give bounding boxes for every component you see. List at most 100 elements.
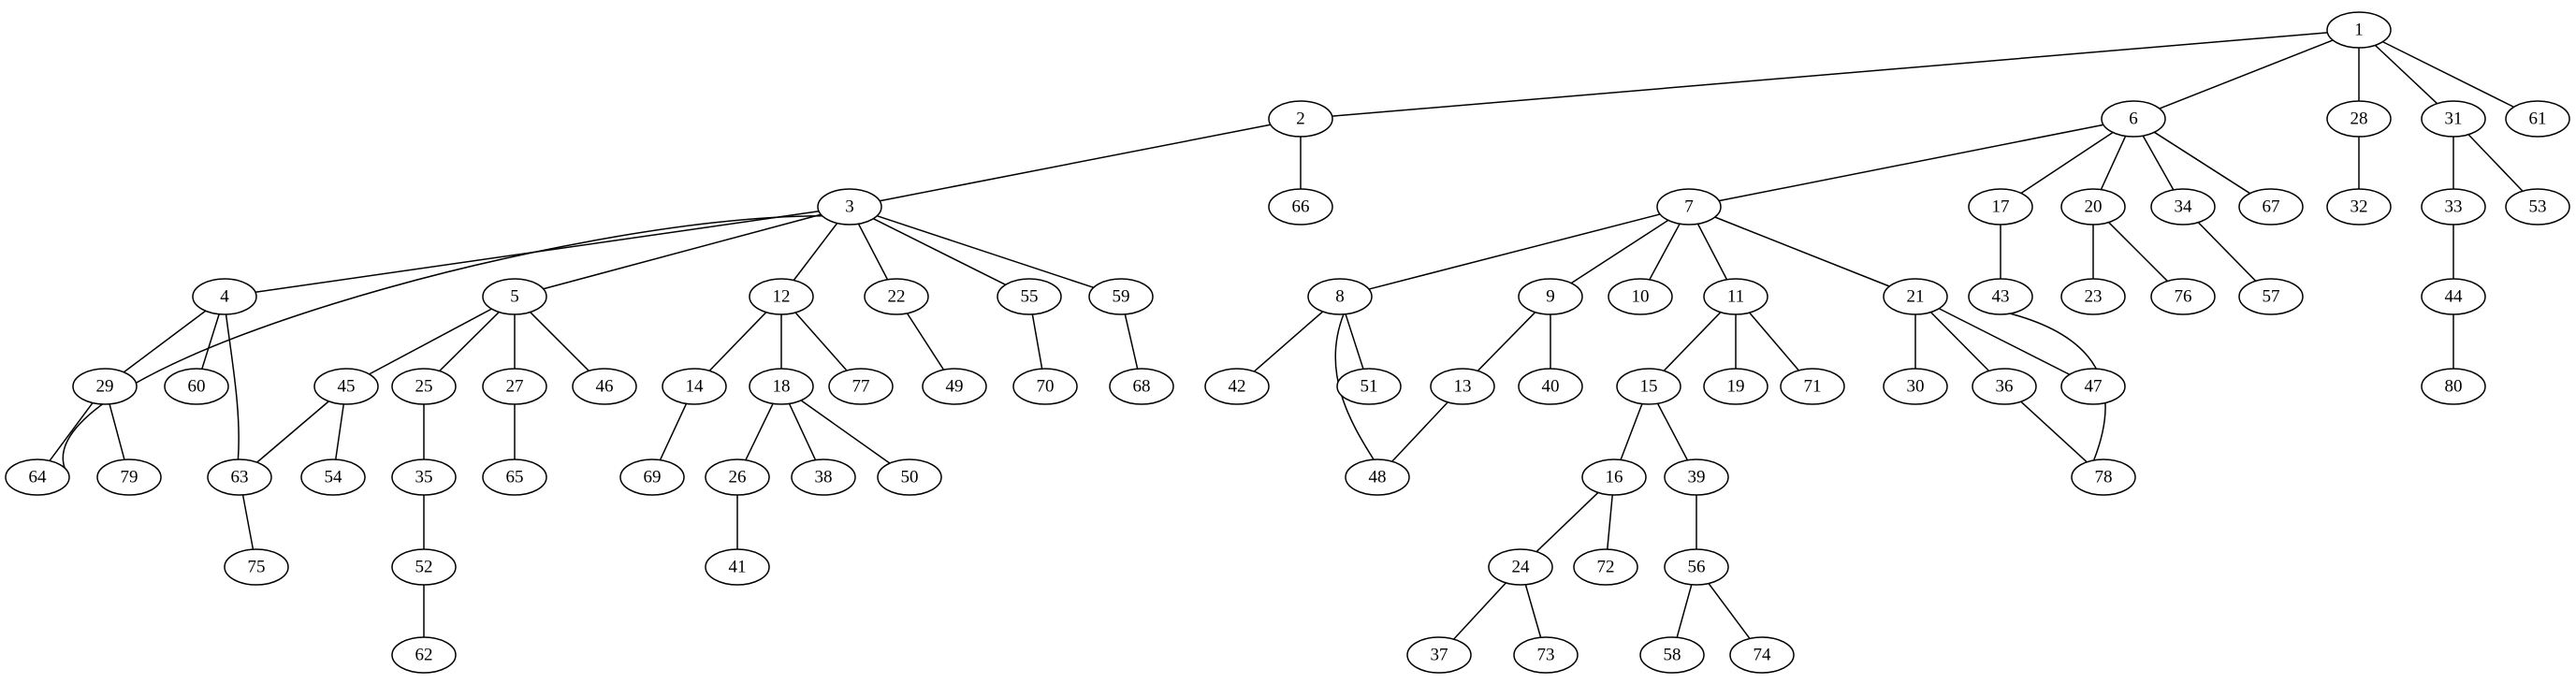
node-8-label: 8 (1335, 287, 1345, 307)
node-58: 58 (1639, 636, 1705, 674)
edge-22-49 (906, 313, 945, 371)
node-77-label: 77 (852, 377, 870, 397)
node-30-ellipse (1883, 368, 1948, 405)
node-48: 48 (1345, 458, 1410, 496)
edge-4-60 (201, 313, 220, 370)
node-53-ellipse (2505, 188, 2570, 226)
node-21-ellipse (1883, 278, 1948, 315)
node-16: 16 (1581, 458, 1647, 496)
node-7-label: 7 (1684, 197, 1694, 217)
node-38: 38 (791, 458, 856, 496)
edge-6-7 (1718, 124, 2104, 202)
edge-21-36 (1929, 312, 1990, 371)
node-31-ellipse (2421, 100, 2486, 138)
node-76-label: 76 (2175, 287, 2192, 307)
edge-7-9 (1570, 219, 1669, 284)
node-60: 60 (164, 368, 229, 405)
node-71: 71 (1780, 368, 1845, 405)
edge-6-67 (2153, 131, 2251, 195)
edge-36-78 (2020, 400, 2088, 463)
node-26: 26 (705, 458, 770, 496)
node-55-ellipse (997, 278, 1062, 315)
node-26-ellipse (705, 458, 770, 496)
node-15-label: 15 (1640, 377, 1658, 397)
node-61-label: 61 (2529, 109, 2547, 129)
node-8-ellipse (1307, 278, 1373, 315)
node-79: 79 (96, 458, 162, 496)
edge-12-14 (708, 312, 767, 371)
node-41-label: 41 (729, 558, 747, 577)
node-74-label: 74 (1754, 646, 1772, 665)
node-75-ellipse (224, 548, 289, 586)
node-68: 68 (1109, 368, 1174, 405)
edge-6-17 (2020, 131, 2114, 195)
node-24: 24 (1488, 548, 1553, 586)
edge-6-34 (2142, 135, 2175, 191)
node-51-ellipse (1336, 368, 1402, 405)
node-50: 50 (877, 458, 942, 496)
edge-1-2 (1332, 32, 2328, 117)
edge-3-64 (62, 214, 822, 469)
edge-24-73 (1524, 584, 1542, 638)
node-74-ellipse (1729, 636, 1795, 674)
node-11-label: 11 (1727, 287, 1744, 307)
node-21: 21 (1883, 278, 1948, 315)
node-59-label: 59 (1113, 287, 1130, 307)
node-33-label: 33 (2445, 197, 2463, 217)
edge-1-61 (2382, 40, 2514, 109)
node-17: 17 (1968, 188, 2033, 226)
node-5: 5 (482, 278, 547, 315)
node-18: 18 (749, 368, 814, 405)
node-78: 78 (2071, 458, 2136, 496)
edge-8-51 (1345, 313, 1364, 370)
edge-29-79 (109, 403, 125, 460)
node-10-label: 10 (1632, 287, 1650, 307)
node-79-label: 79 (121, 468, 138, 488)
node-25-ellipse (391, 368, 457, 405)
edge-16-24 (1535, 491, 1599, 553)
node-54: 54 (300, 458, 366, 496)
node-27: 27 (482, 368, 547, 405)
node-4: 4 (192, 278, 257, 315)
node-5-ellipse (482, 278, 547, 315)
node-6-label: 6 (2129, 109, 2138, 129)
node-17-ellipse (1968, 188, 2033, 226)
node-47: 47 (2060, 368, 2126, 405)
node-43-label: 43 (1992, 287, 2010, 307)
node-73-label: 73 (1537, 646, 1555, 665)
node-29-ellipse (72, 368, 138, 405)
node-52: 52 (391, 548, 457, 586)
node-24-ellipse (1488, 548, 1553, 586)
node-19-ellipse (1703, 368, 1768, 405)
node-52-label: 52 (415, 558, 433, 577)
node-18-label: 18 (773, 377, 791, 397)
edge-18-38 (788, 403, 817, 460)
node-63: 63 (207, 458, 272, 496)
node-27-label: 27 (506, 377, 524, 397)
node-22: 22 (864, 278, 929, 315)
edge-6-20 (2100, 136, 2127, 190)
node-28-ellipse (2326, 100, 2392, 138)
node-39: 39 (1664, 458, 1729, 496)
edge-21-47 (1938, 308, 2071, 375)
node-55: 55 (997, 278, 1062, 315)
node-14-ellipse (662, 368, 727, 405)
node-59-ellipse (1088, 278, 1154, 315)
edge-45-54 (334, 403, 345, 460)
node-11: 11 (1703, 278, 1768, 315)
node-72-ellipse (1573, 548, 1638, 586)
node-35: 35 (391, 458, 457, 496)
node-69-ellipse (619, 458, 685, 496)
edge-63-75 (241, 494, 255, 550)
node-36: 36 (1972, 368, 2037, 405)
edge-3-22 (857, 223, 889, 281)
edge-11-15 (1663, 312, 1722, 371)
edge-7-21 (1714, 216, 1890, 287)
node-7: 7 (1656, 188, 1722, 226)
node-69-label: 69 (644, 468, 662, 488)
node-40-label: 40 (1542, 377, 1560, 397)
node-23: 23 (2060, 278, 2126, 315)
node-58-ellipse (1639, 636, 1705, 674)
